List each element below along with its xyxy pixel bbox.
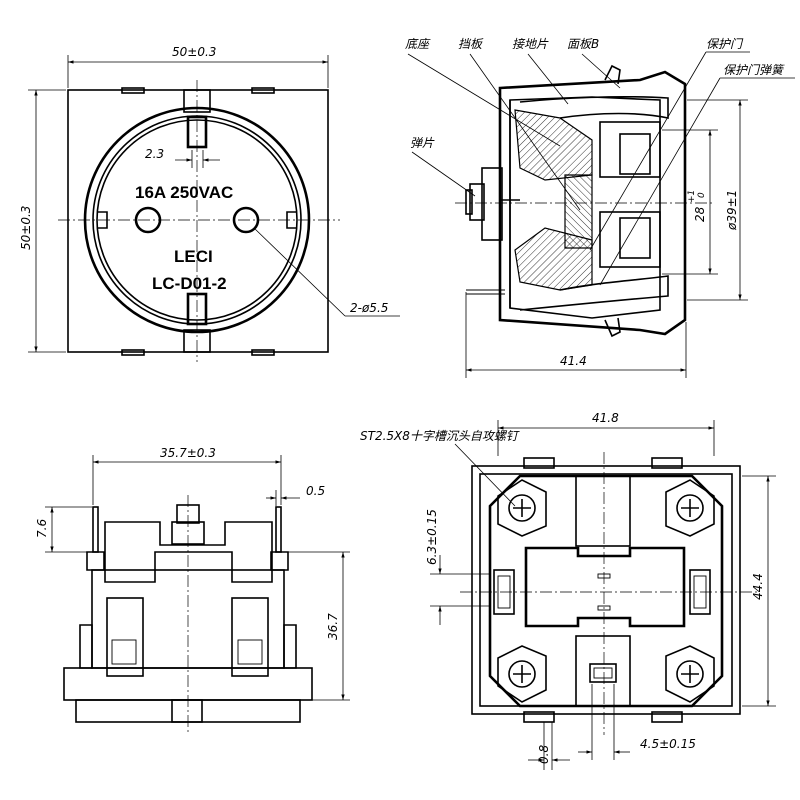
label-shutter-spring: 保护门弹簧: [723, 63, 785, 77]
rear-center-block: [524, 546, 686, 628]
pin-spacing-dim: 2.3: [145, 147, 164, 161]
baffle-hatch: [564, 174, 593, 249]
front-height-dim: 50±0.3: [19, 206, 33, 250]
screw-icon: [676, 494, 704, 522]
rear-slot-dim: 4.5±0.15: [640, 737, 696, 751]
contact-clip-left: [106, 597, 144, 677]
label-shutter: 保护门: [706, 37, 744, 51]
screw-pad-bottom-right: [665, 645, 715, 703]
front-view: 16A 250VAC LECI LC-D01-2 50±0.3 50±0.3 2…: [19, 45, 400, 362]
pin-height-dim: 7.6: [35, 519, 49, 538]
screw-icon: [508, 660, 536, 688]
mounting-tab: [251, 87, 275, 94]
front-width-dim: 50±0.3: [172, 45, 216, 59]
pin-left: [92, 506, 99, 553]
inner-tol-upper: +1: [687, 190, 697, 203]
brand-marking: LECI: [174, 247, 213, 266]
section-outer-shell: [498, 70, 687, 336]
pin-width-dim: 0.5: [306, 484, 325, 498]
screw-icon: [676, 660, 704, 688]
label-baffle: 挡板: [458, 37, 484, 51]
ground-strip-top: [519, 95, 669, 119]
hole-dim: 2-ø5.5: [350, 301, 388, 315]
rear-lower-slot: [575, 635, 631, 707]
label-spring-clip: 弹片: [410, 136, 435, 150]
side-view: 35.7±0.3 0.5 7.6 36.7: [35, 446, 350, 735]
hole-leader: [253, 227, 346, 317]
side-top-body: [104, 521, 273, 583]
outer-dim: ø39±1: [725, 190, 739, 231]
screw-label: ST2.5X8十字槽沉头自攻螺钉: [360, 429, 520, 443]
screw-pad-top-right: [665, 479, 715, 537]
mounting-tab: [121, 349, 145, 356]
section-view: 底座 挡板 接地片 面板B 保护门 保护门弹簧 弹片 41.4 28 +1 0 …: [405, 37, 795, 378]
panel-clip-bottom: [604, 317, 621, 338]
side-width-dim: 35.7±0.3: [160, 446, 216, 460]
rear-terminal-block: [481, 167, 503, 241]
rear-octagon-body: [488, 474, 724, 708]
pin-right: [275, 506, 282, 553]
screw-icon: [508, 494, 536, 522]
rear-view: ST2.5X8十字槽沉头自攻螺钉 41.8 44.4 6.3±0.15 0.8 …: [360, 411, 776, 770]
terminal-slot: [589, 663, 617, 683]
rear-height-dim: 44.4: [751, 573, 765, 600]
contact-upper-inner: [619, 133, 651, 175]
rear-clip-left: [493, 569, 515, 615]
rear-terminal-screw: [469, 183, 485, 221]
inner-tol-lower: 0: [697, 192, 707, 198]
contact-upper: [599, 121, 661, 178]
contact-lower-inner: [619, 217, 651, 259]
contact-clip-right: [231, 597, 269, 677]
label-base: 底座: [405, 37, 431, 51]
model-marking: LC-D01-2: [152, 274, 227, 293]
rear-width-dim: 41.8: [592, 411, 619, 425]
side-height-dim: 36.7: [326, 613, 340, 640]
inner-dim: 28: [693, 206, 707, 222]
base-hatch-upper: [514, 109, 593, 181]
rating-marking: 16A 250VAC: [135, 183, 233, 202]
mounting-tab: [121, 87, 145, 94]
rear-offset-dim: 6.3±0.15: [425, 509, 439, 565]
screw-pad-bottom-left: [497, 645, 547, 703]
label-panel-b: 面板B: [567, 37, 599, 51]
rear-bottom-dim: 0.8: [537, 745, 551, 764]
panel-clip-top: [604, 64, 621, 85]
screw-pad-top-left: [497, 479, 547, 537]
rear-upper-slot: [575, 475, 631, 547]
label-ground-clip: 接地片: [512, 37, 549, 51]
mounting-tab: [251, 349, 275, 356]
rear-outer-frame: [471, 465, 741, 715]
contact-lower: [599, 211, 661, 268]
section-depth-dim: 41.4: [560, 354, 587, 368]
